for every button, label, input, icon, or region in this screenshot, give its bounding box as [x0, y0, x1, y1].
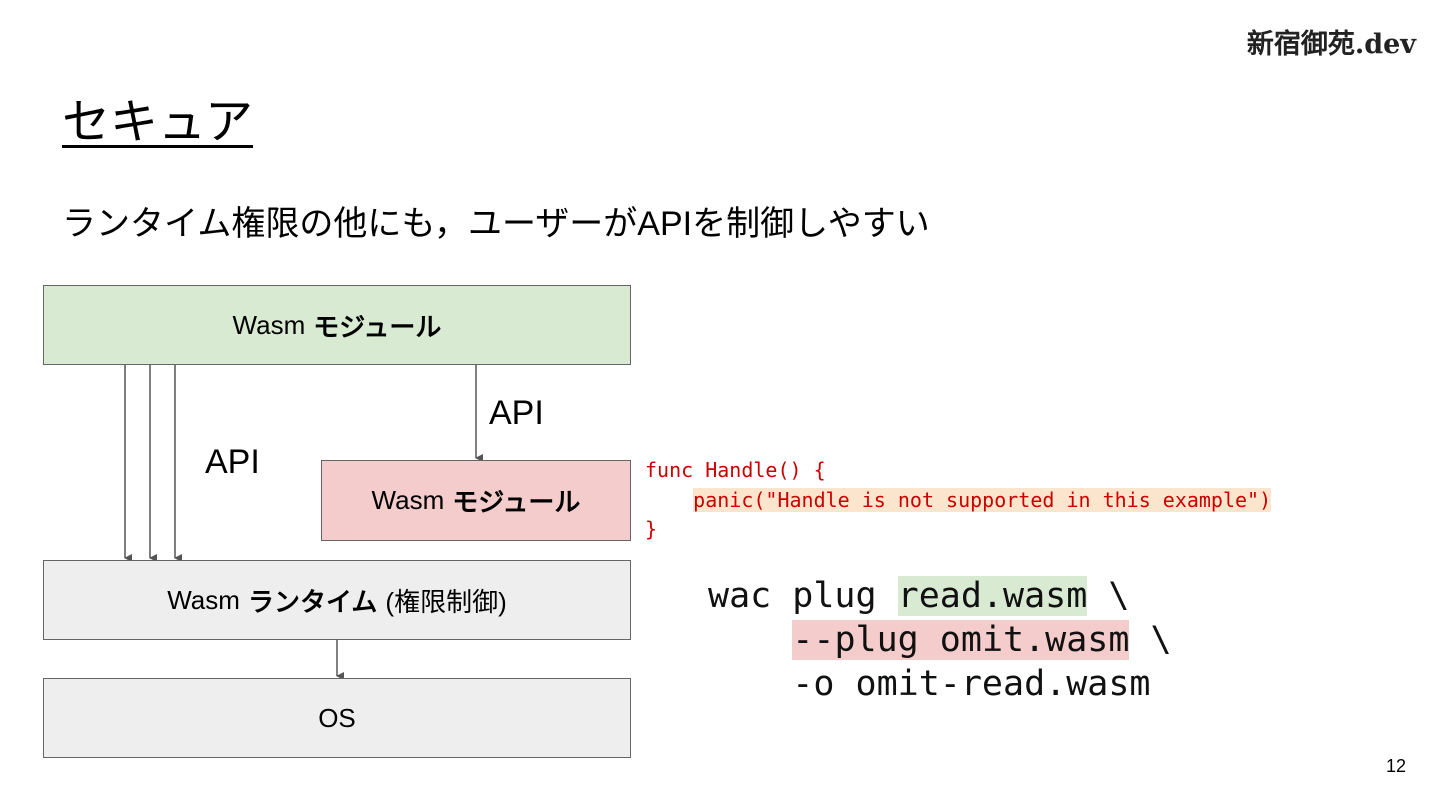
runtime-prefix: Wasm: [167, 584, 240, 615]
cmd-plug-omit: --plug omit.wasm: [792, 620, 1130, 660]
page-number: 12: [1385, 756, 1406, 776]
module-mid-label: モジュール: [452, 487, 581, 517]
cmd-line-1: wac plug read.wasm \: [708, 574, 1172, 618]
os-box: OS: [43, 678, 631, 758]
cmd-line-3: -o omit-read.wasm: [708, 664, 1151, 704]
code-line-2-text: panic("Handle is not supported in this e…: [693, 487, 1272, 512]
code-line-2: panic("Handle is not supported in this e…: [645, 486, 1272, 516]
os-label: OS: [318, 702, 356, 733]
module-top-prefix: Wasm: [232, 309, 306, 340]
cmd-line-1-a: wac plug: [708, 576, 898, 616]
wac-command: wac plug read.wasm \ --plug omit.wasm \ …: [708, 574, 1172, 706]
api-label-left: API: [205, 443, 260, 481]
module-top-label: モジュール: [313, 311, 442, 342]
runtime-paren: (権限制御): [385, 586, 507, 617]
slide-subtitle: ランタイム権限の他にも，ユーザーがAPIを制御しやすい: [62, 205, 930, 243]
brand-logo: 新宿御苑.dev: [1246, 29, 1416, 60]
api-label-right: API: [489, 394, 544, 432]
cmd-line-2: --plug omit.wasm \: [708, 618, 1172, 662]
slide-title: セキュア: [62, 96, 254, 149]
cmd-line-2-indent: [708, 620, 792, 660]
code-line-2-indent: [645, 488, 693, 512]
cmd-read-wasm: read.wasm: [897, 576, 1088, 616]
code-snippet: func Handle() { panic("Handle is not sup…: [645, 456, 1272, 545]
cmd-line-2-c: \: [1129, 620, 1172, 660]
cmd-line-1-c: \: [1087, 576, 1130, 616]
code-line-1: func Handle() {: [645, 458, 826, 482]
module-mid-prefix: Wasm: [371, 485, 445, 515]
runtime-label: ランタイム: [247, 586, 378, 617]
code-line-3: }: [645, 517, 658, 541]
